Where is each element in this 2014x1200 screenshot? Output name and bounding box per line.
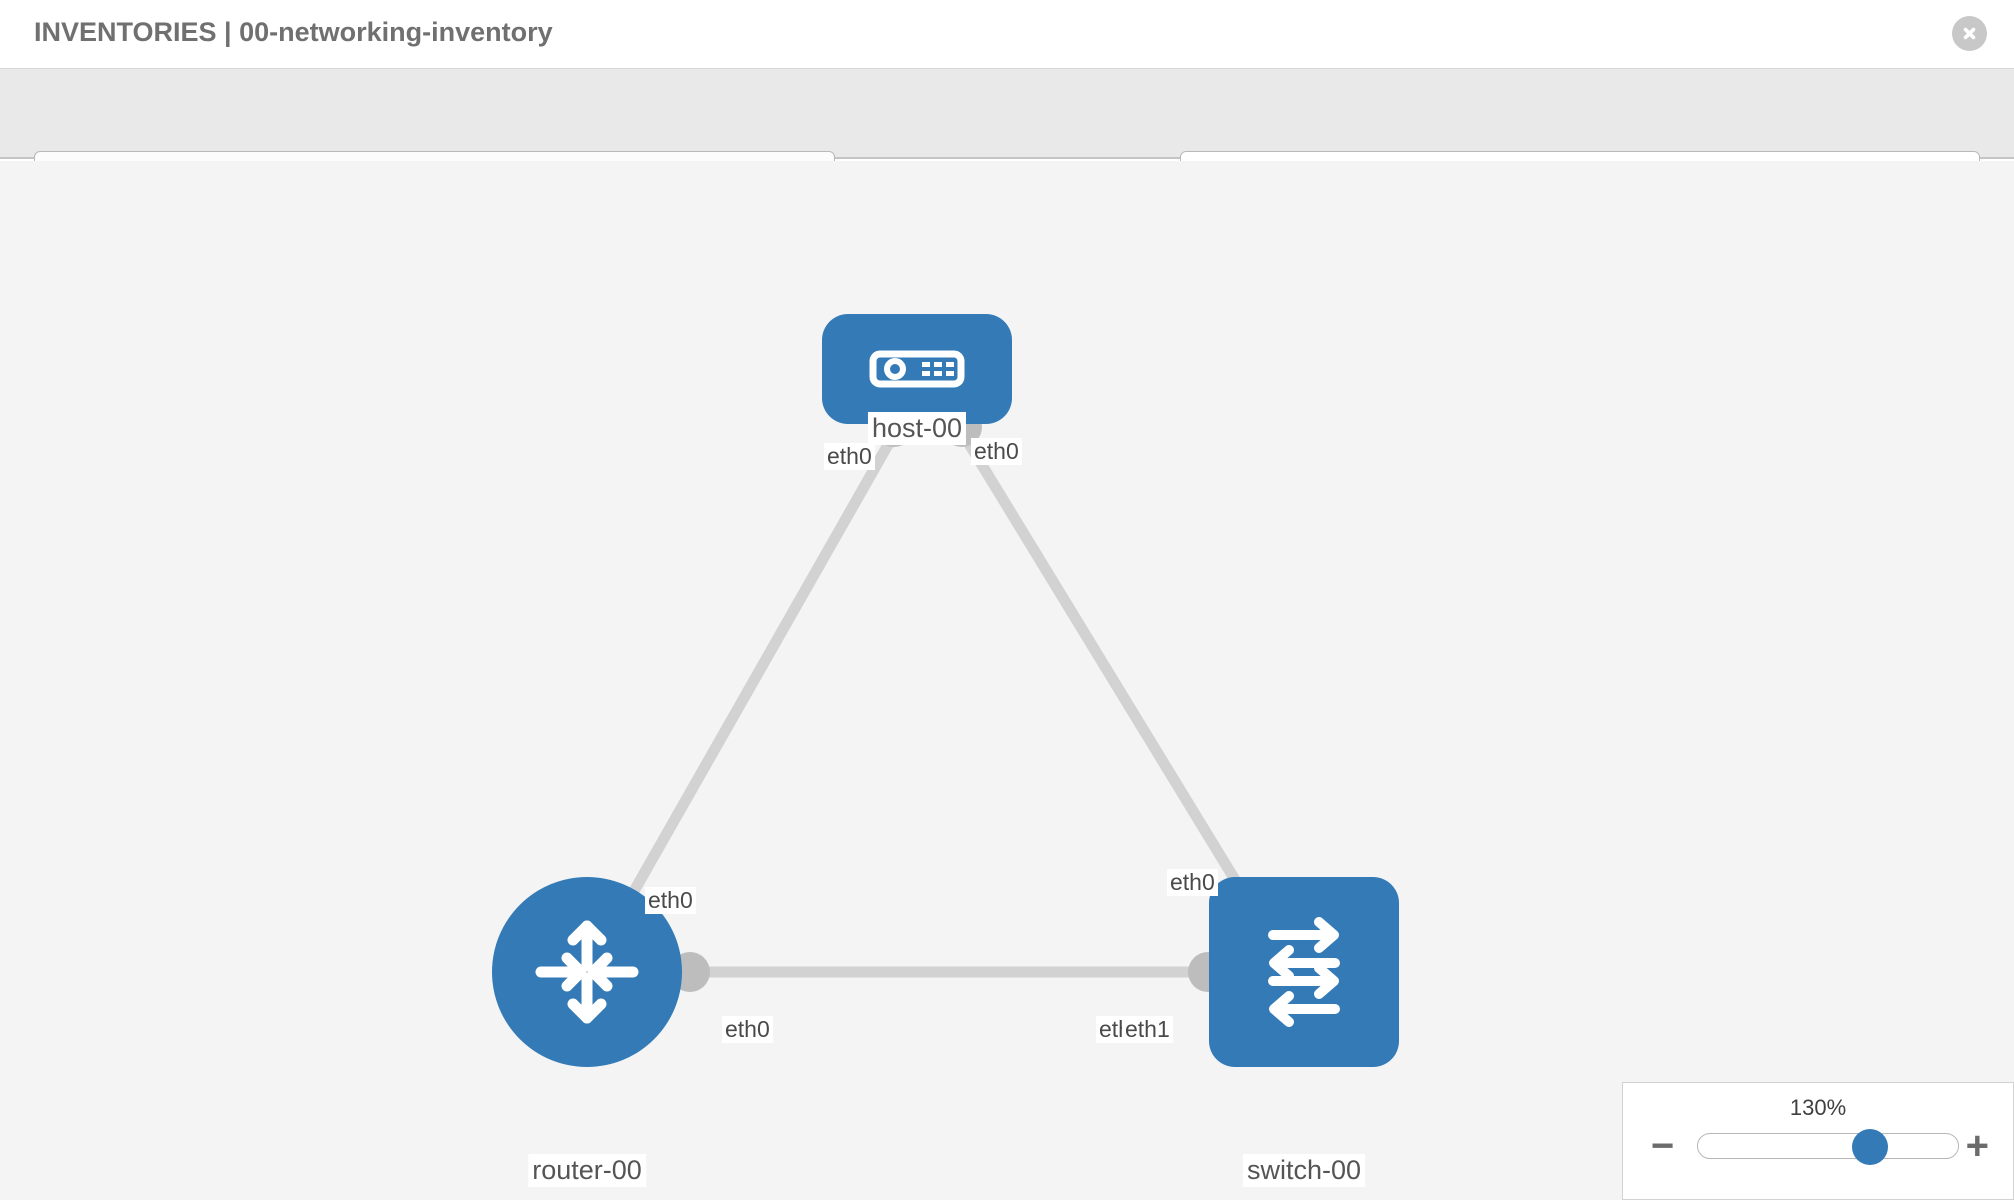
close-icon[interactable] bbox=[1952, 16, 1987, 51]
zoom-control-panel: 130% − + bbox=[1622, 1082, 2014, 1200]
server-icon bbox=[869, 350, 965, 388]
edge-label-router-up-eth0: eth0 bbox=[645, 887, 696, 914]
toolbar: ACTIONS bbox=[0, 69, 2014, 207]
four-arrows-icon bbox=[535, 920, 639, 1024]
host-node-label: host-00 bbox=[867, 412, 967, 445]
switch-node-label: switch-00 bbox=[1242, 1154, 1366, 1187]
router-node-label: router-00 bbox=[528, 1154, 646, 1187]
link-router-host bbox=[612, 426, 902, 924]
minus-icon[interactable]: − bbox=[1651, 1124, 1675, 1168]
switch-node-shape bbox=[1209, 877, 1399, 1067]
edge-label-host-right-eth0: eth0 bbox=[971, 438, 1022, 465]
switch-arrows-icon bbox=[1268, 917, 1340, 1027]
node-host-00[interactable]: host-00 bbox=[822, 314, 1012, 445]
page-title: INVENTORIES | 00-networking-inventory bbox=[34, 17, 553, 47]
edge-label-switch-up-eth0: eth0 bbox=[1167, 869, 1218, 896]
host-node-shape bbox=[822, 314, 1012, 424]
edge-label-host-left-eth0: eth0 bbox=[824, 443, 875, 470]
page-header: INVENTORIES | 00-networking-inventory bbox=[0, 0, 2014, 69]
link-host-switch bbox=[955, 426, 1270, 932]
router-node-shape bbox=[492, 877, 682, 1067]
node-switch-00[interactable]: switch-00 bbox=[1209, 877, 1399, 1187]
node-router-00[interactable]: router-00 bbox=[492, 877, 682, 1187]
edge-label-router-right-eth0: eth0 bbox=[722, 1016, 773, 1043]
edge-label-switch-left-eth1: eth1 bbox=[1122, 1016, 1173, 1043]
plus-icon[interactable]: + bbox=[1965, 1124, 1989, 1168]
zoom-slider-thumb[interactable] bbox=[1851, 1129, 1888, 1165]
zoom-slider-track[interactable] bbox=[1697, 1129, 1959, 1165]
zoom-level-label: 130% bbox=[1789, 1095, 1847, 1120]
topology-canvas[interactable]: host-00 bbox=[0, 161, 2014, 1200]
